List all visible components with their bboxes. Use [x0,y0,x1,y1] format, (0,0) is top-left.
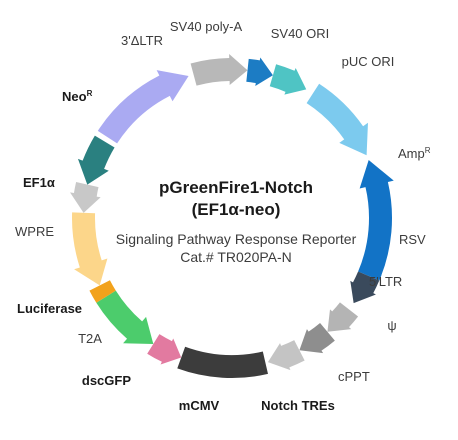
feature-labels: SV40 poly-A SV40 ORI pUC ORI AmpR RSV 5'LTR ψ c… [15,19,431,413]
feature-arc-ef1a [77,135,115,185]
feature-arc-t2a [89,280,116,303]
feature-arc-wpre [70,182,101,213]
feature-arc-notch-tres [177,346,268,378]
feature-label-ef1a: EF1α [23,175,55,190]
feature-label-3ltr: 3'ΔLTR [121,33,163,48]
feature-label-neor: NeoR [62,89,93,104]
feature-arc-sv40-polya [246,57,273,87]
feature-arc-3ltr [190,54,248,86]
feature-label-rsv: RSV [399,232,426,247]
feature-arc-cppt [267,340,305,371]
feature-label-ampr: AmpR [398,146,431,161]
feature-arcs [70,54,394,378]
feature-label-sup-neor: R [87,89,93,98]
feature-arc-neor [97,70,189,144]
feature-label-sv40-polya: SV40 poly-A [170,19,243,34]
feature-arc-rsv [350,271,380,304]
feature-arc-5ltr [327,302,359,332]
feature-label-sup-ampr: R [425,146,431,155]
feature-arc-ampr [358,159,394,281]
plasmid-subtitle: (EF1α-neo) [192,200,281,219]
feature-arc-sv40-ori [269,64,307,95]
feature-arc-dscgfp [96,290,154,344]
feature-label-luciferase: Luciferase [17,301,82,316]
plasmid-title: pGreenFire1-Notch [159,178,313,197]
feature-label-dscgfp: dscGFP [82,373,131,388]
feature-label-cppt: cPPT [338,369,370,384]
feature-label-t2a: T2A [78,331,102,346]
feature-label-puc-ori: pUC ORI [342,54,395,69]
feature-label-sv40-ori: SV40 ORI [271,26,330,41]
feature-label-5ltr: 5'LTR [369,274,402,289]
feature-label-psi: ψ [387,318,396,333]
plasmid-catalog: Cat.# TR020PA-N [180,249,292,265]
feature-label-notch-tres: Notch TREs [261,398,335,413]
plasmid-description: Signaling Pathway Response Reporter [116,231,357,247]
feature-label-mcmv: mCMV [179,398,220,413]
feature-label-wpre: WPRE [15,224,54,239]
feature-arc-psi [299,322,335,354]
feature-arc-luciferase [72,212,108,286]
feature-arc-mcmv [147,334,182,365]
feature-arc-puc-ori [306,83,368,156]
